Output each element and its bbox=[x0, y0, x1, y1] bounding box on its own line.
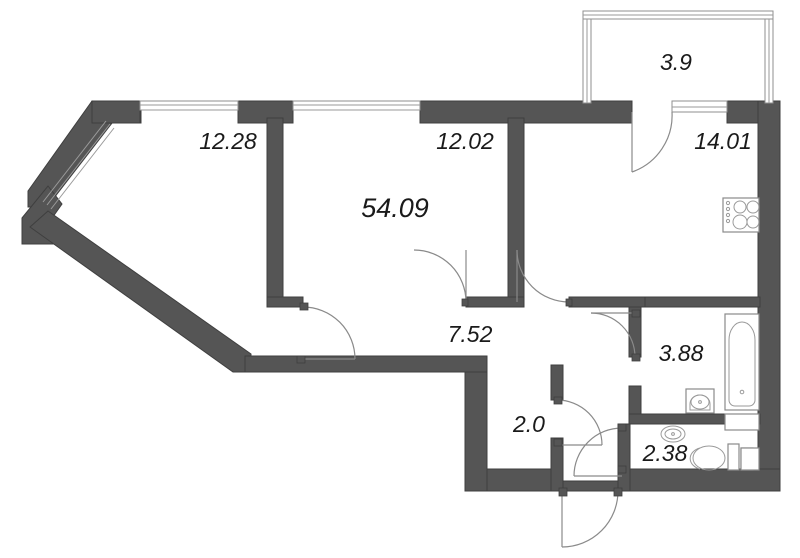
door-living-room bbox=[296, 302, 356, 364]
window-kitchen-balcony-door bbox=[671, 100, 728, 113]
room-label-wc: 2.38 bbox=[642, 440, 688, 466]
door-wc bbox=[573, 423, 627, 477]
sink-wc-icon bbox=[660, 425, 686, 443]
stove-icon bbox=[722, 197, 760, 233]
balcony-structure bbox=[582, 10, 774, 104]
window-living-room bbox=[139, 100, 239, 111]
wall-entry-pier bbox=[562, 480, 619, 492]
fixtures bbox=[660, 197, 760, 471]
door-kitchen-hall bbox=[516, 249, 573, 307]
door-kitchen-balcony bbox=[631, 111, 673, 173]
wall-storage-left bbox=[464, 364, 488, 492]
sink-bathroom-icon bbox=[685, 388, 715, 414]
door-bathroom bbox=[590, 309, 641, 362]
door-entrance bbox=[558, 487, 623, 548]
wall-between-living-bedroom bbox=[266, 117, 284, 306]
room-label-bathroom: 3.88 bbox=[659, 340, 704, 366]
wall-between-bedroom-kitchen bbox=[507, 117, 525, 306]
wall-hall-north-bath bbox=[644, 296, 761, 308]
windows bbox=[42, 100, 728, 210]
wall-storage-right-lower bbox=[550, 437, 564, 492]
room-label-bedroom: 12.02 bbox=[436, 128, 494, 154]
wall-bedroom-south-left bbox=[266, 296, 304, 308]
wall-between-bath-wc bbox=[628, 413, 761, 425]
room-label-living-room: 12.28 bbox=[199, 128, 257, 154]
counter-slab-upper bbox=[724, 413, 760, 431]
bathtub-icon bbox=[724, 313, 760, 411]
counter-slab-lower bbox=[740, 447, 760, 471]
wall-top-pier-1 bbox=[237, 100, 294, 124]
wall-hall-north-right bbox=[568, 296, 646, 308]
wall-storage-right-upper bbox=[550, 364, 564, 401]
window-angled-left bbox=[42, 120, 115, 210]
door-bedroom bbox=[413, 249, 469, 307]
wall-top-seg-b bbox=[419, 100, 633, 124]
room-label-balcony: 3.9 bbox=[660, 49, 692, 75]
wall-wc-left bbox=[617, 423, 631, 492]
room-label-hallway: 7.52 bbox=[448, 321, 493, 347]
wall-bedroom-south-right bbox=[465, 296, 525, 308]
room-label-total-area: 54.09 bbox=[361, 193, 429, 223]
wall-right-exterior bbox=[757, 100, 781, 492]
wall-bottom-right bbox=[617, 468, 781, 492]
exterior-walls bbox=[21, 100, 781, 492]
room-label-kitchen: 14.01 bbox=[694, 128, 752, 154]
wall-hall-south bbox=[244, 355, 488, 373]
area-labels: 12.28 12.02 54.09 14.01 3.9 7.52 3.88 2.… bbox=[199, 49, 752, 466]
wall-angled-lower-left bbox=[29, 210, 252, 373]
interior-walls bbox=[266, 117, 761, 492]
door-storage bbox=[553, 396, 603, 447]
window-bedroom bbox=[292, 100, 421, 111]
doors bbox=[296, 111, 673, 548]
room-label-storage: 2.0 bbox=[512, 411, 545, 437]
wall-top-seg-a bbox=[91, 100, 141, 124]
